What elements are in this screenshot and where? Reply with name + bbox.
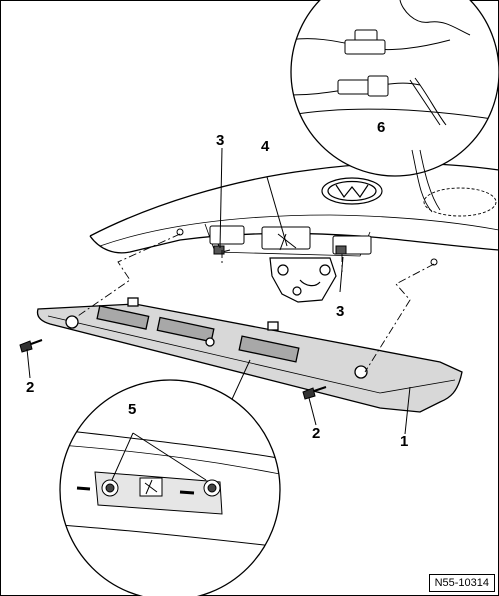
label-part-2-left: 2 [26, 379, 35, 396]
label-part-6: 6 [377, 119, 386, 136]
reference-number: N55-10314 [428, 573, 495, 592]
screw-left [19, 339, 43, 353]
vw-emblem [321, 177, 383, 205]
label-part-3-right: 3 [336, 303, 345, 320]
latch-connector [261, 226, 311, 251]
label-part-1: 1 [400, 433, 409, 450]
switch-clip-right [332, 235, 372, 255]
cable-run [411, 149, 497, 217]
latch-housing [269, 257, 337, 303]
switch-clip-left [209, 225, 245, 255]
assembly-lines [74, 233, 435, 373]
detail-circle-bottom [59, 359, 281, 596]
label-part-4: 4 [261, 138, 270, 155]
detail-circle-top [290, 0, 499, 177]
trim-strip [36, 297, 463, 413]
label-part-5: 5 [128, 401, 137, 418]
label-part-2-right: 2 [312, 425, 321, 442]
label-part-3-left: 3 [216, 132, 225, 149]
screw-right [302, 386, 327, 400]
